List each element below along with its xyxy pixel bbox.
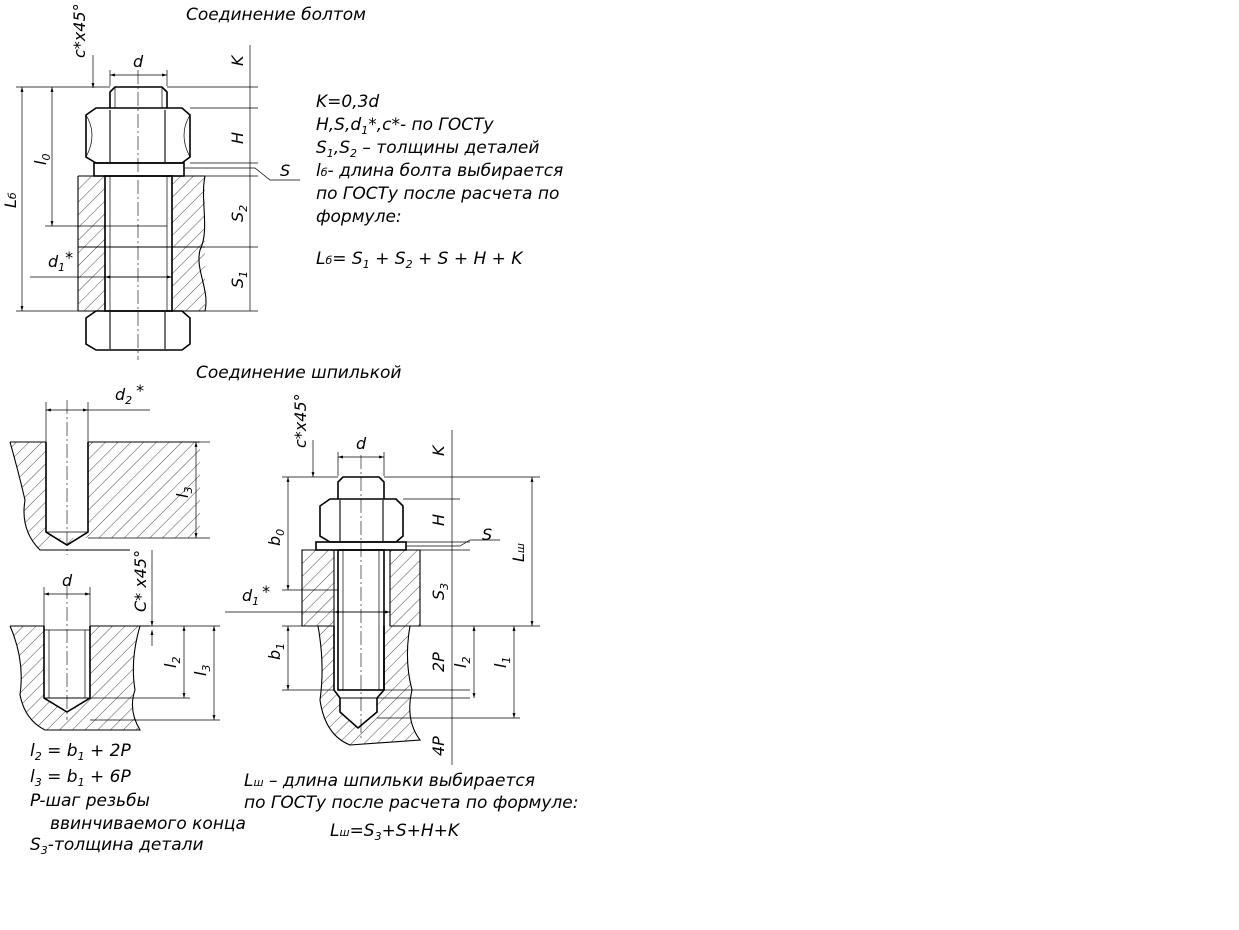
stud-dim-S3: S3 <box>429 583 451 600</box>
stud-dim-d: d <box>356 434 367 453</box>
hole-note-pitch: P-шаг резьбы <box>30 791 150 811</box>
bolt-dim-chamfer: c*x45° <box>70 3 89 58</box>
stud-dim-H: H <box>429 514 448 526</box>
hole-notes: l2 = b1 + 2P l3 = b1 + 6P P-шаг резьбы в… <box>30 741 246 857</box>
stud-dim-2P: 2P <box>429 652 448 672</box>
bolt-dim-d: d <box>133 52 144 71</box>
stud-notes: Lш – длина шпильки выбирается по ГОСТу п… <box>244 771 578 843</box>
blind-hole-threaded: d C* x45° l2 l3 <box>9 550 220 731</box>
bolt-note-formula-label: формуле: <box>316 207 402 227</box>
stud-dim-4P: 4P <box>429 736 448 756</box>
stud-dim-Lsh: Lш <box>509 543 528 562</box>
hole-dim-chamfer: C* x45° <box>131 550 150 612</box>
stud-dim-l2: l2 <box>451 657 473 668</box>
bolt-note-thickness: S1,S2 – толщины деталей <box>316 138 539 160</box>
hole-dim-l2: l2 <box>161 657 183 668</box>
hole-note-s3: S3-толщина детали <box>30 835 204 857</box>
stud-connection: d c*x45° K H S3 2P 4P S Lш l2 l1 b0 <box>225 393 540 765</box>
hole-note-l3: l3 = b1 + 6P <box>30 767 131 789</box>
blind-hole-drilled: d2* l3 <box>9 381 210 555</box>
hole-dim-l3b: l3 <box>191 665 213 676</box>
bolt-notes: K=0,3d H,S,d1*,c*- по ГОСТу S1,S2 – толщ… <box>316 92 563 271</box>
hole-dim-d: d <box>62 571 73 590</box>
bolt-note-length: lб- длина болта выбирается <box>316 161 563 181</box>
stud-dim-b1: b1 <box>265 643 287 660</box>
bolt-note-calc: по ГОСТу после расчета по <box>316 184 559 204</box>
stud-formula: Lш=S3+S+H+K <box>330 821 461 843</box>
bolt-title: Соединение болтом <box>186 5 366 25</box>
hole-note-screw-end: ввинчиваемого конца <box>50 814 246 834</box>
bolt-dim-S1: S1 <box>228 271 250 288</box>
bolt-dim-Lb: Lб <box>1 192 20 208</box>
bolt-dim-H: H <box>228 132 247 144</box>
stud-dim-d1: d1* <box>242 582 270 608</box>
stud-note-length: Lш – длина шпильки выбирается <box>244 771 535 791</box>
bolt-note-k: K=0,3d <box>316 92 379 112</box>
hole-dim-l3: l3 <box>173 487 195 498</box>
bolt-formula: Lб= S1 + S2 + S + H + K <box>316 249 524 271</box>
bolt-dim-d1: d1* <box>48 248 73 274</box>
stud-dim-b0: b0 <box>265 529 287 546</box>
bolt-note-gost: H,S,d1*,c*- по ГОСТу <box>316 115 495 137</box>
bolt-dim-S: S <box>280 161 290 180</box>
bolt-dim-S2: S2 <box>228 205 250 222</box>
hole-note-l2: l2 = b1 + 2P <box>30 741 131 763</box>
stud-dim-S: S <box>482 525 492 544</box>
bolt-connection: d c*x45° K H S2 S1 S l0 Lб d1* <box>1 3 300 360</box>
bolt-dim-l0: l0 <box>31 154 53 165</box>
stud-dim-chamfer: c*x45° <box>291 393 310 448</box>
bolt-dim-K: K <box>228 54 247 66</box>
stud-dim-K: K <box>429 444 448 456</box>
stud-title: Соединение шпилькой <box>196 363 401 383</box>
stud-dim-l1: l1 <box>491 657 513 668</box>
stud-note-calc: по ГОСТу после расчета по формуле: <box>244 793 578 813</box>
hole-dim-d2: d2* <box>115 381 144 407</box>
